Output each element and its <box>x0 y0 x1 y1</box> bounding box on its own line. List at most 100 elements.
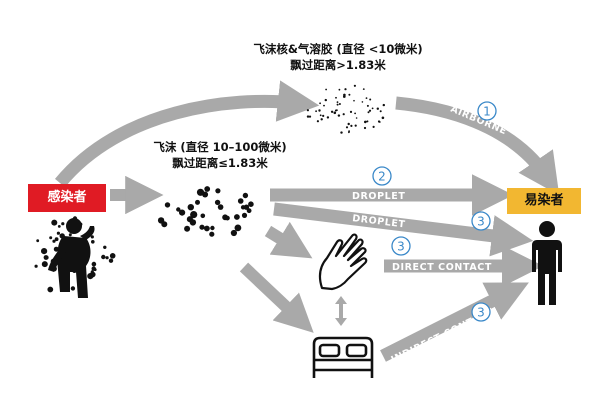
droplet-label-line2: 飘过距离≤1.83米 <box>172 156 268 170</box>
aerosol-particle <box>354 112 356 115</box>
droplet-particle <box>196 188 205 196</box>
aerosol-particle <box>334 109 337 112</box>
droplet-particle <box>237 198 244 204</box>
droplet-particle <box>179 209 186 216</box>
droplet-particle <box>242 192 249 199</box>
aerosol-particle <box>348 93 351 96</box>
droplet-particle <box>164 202 171 208</box>
source-particle <box>47 286 54 293</box>
aerosol-particle <box>343 93 346 97</box>
source-particle <box>61 222 65 226</box>
source-particle <box>68 233 72 237</box>
route-number-3a-text: 3 <box>477 215 485 229</box>
aerosol-particle <box>371 107 374 110</box>
direct-contact-label: DIRECT CONTACT <box>392 262 492 273</box>
aerosol-particle <box>376 107 379 110</box>
source-particle <box>109 253 116 259</box>
bed-icon <box>312 336 374 378</box>
droplet-long-label: DROPLET <box>352 191 405 202</box>
droplet-particle <box>195 199 200 205</box>
aerosol-particle <box>336 103 339 106</box>
source-particle <box>91 261 97 267</box>
aerosol-particle <box>381 116 385 120</box>
droplet-particle <box>234 214 240 220</box>
aerosol-particle <box>324 98 327 102</box>
droplet-particle <box>246 208 252 214</box>
source-particle <box>36 239 40 243</box>
route-number-2: 2 <box>372 166 392 186</box>
aerosol-particle <box>349 110 353 113</box>
droplet-particle <box>184 225 191 232</box>
droplet-particle <box>189 219 197 226</box>
aerosol-particle <box>316 120 319 123</box>
route-arrows <box>54 80 560 362</box>
droplet-particle <box>214 199 221 206</box>
aerosol-label-line2: 飘过距离>1.83米 <box>290 58 386 72</box>
aerosol-particle <box>372 125 375 128</box>
aerosol-particle <box>378 121 381 123</box>
source-particle <box>54 237 59 242</box>
droplet-particle <box>204 225 210 232</box>
droplet-particle <box>241 212 248 218</box>
aerosol-particle <box>364 120 367 124</box>
aerosol-particle <box>345 126 349 129</box>
source-particle <box>41 248 48 255</box>
airborne-arrow <box>54 80 320 188</box>
aerosol-particle <box>338 103 341 105</box>
aerosol-particle <box>379 110 382 113</box>
source-particle <box>41 261 48 268</box>
droplet-particle <box>200 213 206 219</box>
source-particle <box>51 219 58 226</box>
aerosol-particle <box>353 84 356 87</box>
aerosol-particle <box>344 88 347 91</box>
route-number-1: 1 <box>477 101 497 121</box>
aerosol-particle <box>366 120 369 123</box>
source-particle <box>56 231 61 235</box>
droplet-particle <box>210 225 215 231</box>
source-particle <box>91 240 95 244</box>
droplet-particle <box>230 229 237 237</box>
route-number-1-text: 1 <box>483 105 491 119</box>
aerosol-particle <box>335 96 337 99</box>
aerosol-particle <box>338 88 341 91</box>
droplet-particle <box>204 186 211 192</box>
susceptible-person-box: 易染者 <box>507 188 581 214</box>
aerosol-particle <box>325 88 327 91</box>
aerosol-particle <box>319 102 321 105</box>
aerosol-particle <box>333 111 337 115</box>
source-particle <box>49 236 53 240</box>
route-number-3c: 3 <box>471 302 491 322</box>
double-arrow-icon <box>335 296 347 326</box>
aerosol-particle <box>326 116 330 119</box>
droplets-to-hand-arrow <box>264 221 313 259</box>
source-particle <box>108 258 114 263</box>
aerosol-particle <box>363 126 367 130</box>
droplet-particle <box>187 204 194 211</box>
aerosol-particle <box>355 117 358 119</box>
source-particle <box>53 246 59 252</box>
droplet-particle <box>243 204 250 210</box>
route-number-3c-text: 3 <box>477 306 485 320</box>
aerosol-particle <box>315 110 317 113</box>
source-particle <box>52 239 56 243</box>
hand-icon <box>318 233 368 291</box>
aerosol-particle <box>318 109 321 112</box>
aerosol-particle <box>354 124 357 127</box>
aerosol-particle <box>369 98 372 101</box>
aerosol-particle <box>306 109 309 112</box>
aerosol-particle <box>353 99 355 102</box>
source-particle <box>87 273 94 280</box>
droplet-particle <box>176 207 181 212</box>
aerosol-particle <box>336 101 339 103</box>
source-particle <box>43 255 49 260</box>
droplet-short-arrow <box>273 202 534 257</box>
droplet-particle <box>225 215 230 221</box>
aerosol-particle <box>365 97 368 99</box>
route-number-3b-text: 3 <box>397 240 405 254</box>
droplet-particle <box>190 211 198 219</box>
source-particle <box>103 245 107 249</box>
droplets-to-bed-arrow <box>239 262 314 333</box>
droplet-particle <box>234 224 242 232</box>
airborne-arrow-2 <box>395 96 560 196</box>
